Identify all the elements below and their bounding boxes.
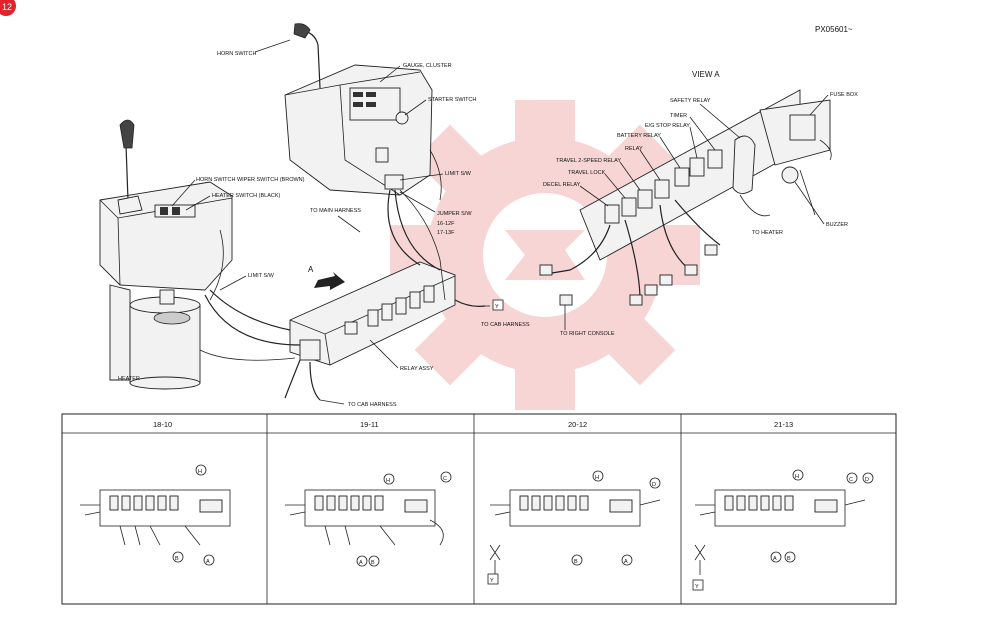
gauge-cluster-label: GAUGE, CLUSTER xyxy=(403,63,452,69)
battery-relay-label: BATTERY RELAY xyxy=(617,133,661,139)
page-badge: 12 xyxy=(0,0,16,16)
jumper-1-label: 16-12F xyxy=(437,221,455,227)
view-a-marker: A xyxy=(308,265,314,274)
table-panel-1: H B A xyxy=(80,464,231,566)
view-title: VIEW A xyxy=(692,70,720,79)
view-a-arrow: A xyxy=(308,265,345,290)
table-header-4: 21-13 xyxy=(774,420,793,429)
doc-code: PX05601~ xyxy=(815,25,853,34)
svg-text:B: B xyxy=(574,559,578,565)
heater-unit xyxy=(129,289,201,390)
svg-text:B: B xyxy=(787,556,791,562)
travel-2speed-label: TRAVEL 2-SPEED RELAY xyxy=(556,158,621,164)
svg-text:B: B xyxy=(371,560,375,566)
to-main-harness-label: TO MAIN HARNESS xyxy=(310,208,361,214)
svg-text:B: B xyxy=(175,556,179,562)
svg-text:Y: Y xyxy=(695,584,699,590)
svg-text:Y: Y xyxy=(490,578,494,584)
svg-text:H: H xyxy=(386,478,390,484)
horn-switch-label: HORN SWITCH xyxy=(217,51,256,57)
relay-assembly xyxy=(289,261,456,366)
right-console xyxy=(284,23,433,196)
limit-sw-right-label: LIMIT S/W xyxy=(445,171,472,177)
relay-label: RELAY xyxy=(625,146,643,152)
to-heater-label: TO HEATER xyxy=(752,230,783,236)
svg-text:H: H xyxy=(795,474,799,480)
table-header-1: 18-10 xyxy=(153,420,172,429)
svg-text:A: A xyxy=(359,560,363,566)
view-a-detail xyxy=(539,89,832,306)
eg-stop-relay-label: E/G STOP RELAY xyxy=(645,123,690,129)
page-badge-text: 12 xyxy=(2,2,12,12)
starter-switch-label: STARTER SWITCH xyxy=(428,97,476,103)
horn-wiper-switch-label: HORN SWITCH WIPER SWITCH (BROWN) xyxy=(196,177,305,183)
to-cab-harness-label-2: TO CAB HARNESS xyxy=(348,402,397,408)
svg-text:A: A xyxy=(624,559,628,565)
connector-y-top: Y xyxy=(485,299,504,311)
timer-label: TIMER xyxy=(670,113,687,119)
decel-relay-label: DECEL RELAY xyxy=(543,182,581,188)
table-panel-2: H C A B xyxy=(285,471,452,567)
jumper-2-label: 17-13F xyxy=(437,230,455,236)
table-panel-4: H C D A B Y xyxy=(692,469,874,591)
svg-text:H: H xyxy=(595,475,599,481)
svg-text:A: A xyxy=(773,556,777,562)
buzzer-label: BUZZER xyxy=(826,222,848,228)
svg-text:H: H xyxy=(198,469,202,475)
svg-text:Y: Y xyxy=(495,304,499,310)
svg-text:C: C xyxy=(849,477,853,483)
jumper-sw-label: JUMPER S/W xyxy=(437,211,472,217)
relay-assy-label: RELAY ASSY xyxy=(400,366,434,372)
harness-wires xyxy=(199,149,486,401)
svg-text:C: C xyxy=(443,476,447,482)
svg-text:A: A xyxy=(206,559,210,565)
table-header-2: 19-11 xyxy=(360,420,379,429)
limit-sw-left-label: LIMIT S/W xyxy=(248,273,275,279)
safety-relay-label: SAFETY RELAY xyxy=(670,98,711,104)
fuse-box-label: FUSE BOX xyxy=(830,92,858,98)
svg-text:D: D xyxy=(865,477,869,483)
watermark-gear-icon xyxy=(390,100,700,410)
travel-lock-label: TRAVEL LOCK xyxy=(568,170,606,176)
revision-table: 18-10 19-11 20-12 21-13 xyxy=(61,413,897,605)
heater-switch-label: HEATER SWITCH (BLACK) xyxy=(212,193,281,199)
table-header-3: 20-12 xyxy=(568,420,587,429)
to-cab-harness-label-1: TO CAB HARNESS xyxy=(481,322,530,328)
heater-label: HEATER xyxy=(118,376,140,382)
table-panel-3: H D B A Y xyxy=(487,470,661,585)
svg-text:D: D xyxy=(652,482,656,488)
left-console xyxy=(99,119,233,381)
to-right-console-label: TO RIGHT CONSOLE xyxy=(560,331,615,337)
